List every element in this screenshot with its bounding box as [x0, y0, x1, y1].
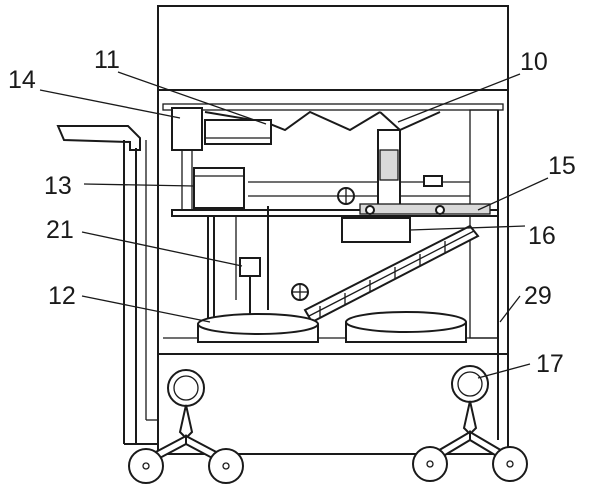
- feed-hoppers: [204, 110, 441, 145]
- control-assembly: [207, 206, 269, 330]
- caster-set-right: [412, 430, 528, 482]
- label-16: 16: [528, 222, 556, 250]
- bucket-right: [345, 311, 467, 343]
- label-17: 17: [536, 350, 564, 378]
- wheel-hub-right: [451, 365, 489, 436]
- cabinet-frame: [157, 5, 509, 455]
- label-14: 14: [8, 66, 36, 94]
- center-chute: [337, 129, 443, 211]
- label-10: 10: [520, 48, 548, 76]
- label-21: 21: [46, 216, 74, 244]
- label-13: 13: [44, 172, 72, 200]
- label-29: 29: [524, 282, 552, 310]
- label-11: 11: [94, 46, 120, 74]
- inclined-conveyor: [303, 224, 480, 324]
- motor-box: [193, 167, 245, 209]
- bucket-left: [197, 313, 319, 343]
- pulley: [291, 283, 309, 301]
- leader-lines: [39, 71, 549, 379]
- push-handle: [56, 125, 158, 445]
- transfer-mechanism: [359, 203, 491, 215]
- drive-box: [341, 217, 411, 243]
- label-15: 15: [548, 152, 576, 180]
- caster-set-left: [128, 434, 244, 484]
- wheel-hub-left: [167, 369, 205, 440]
- label-12: 12: [48, 282, 76, 310]
- left-column: [171, 107, 203, 211]
